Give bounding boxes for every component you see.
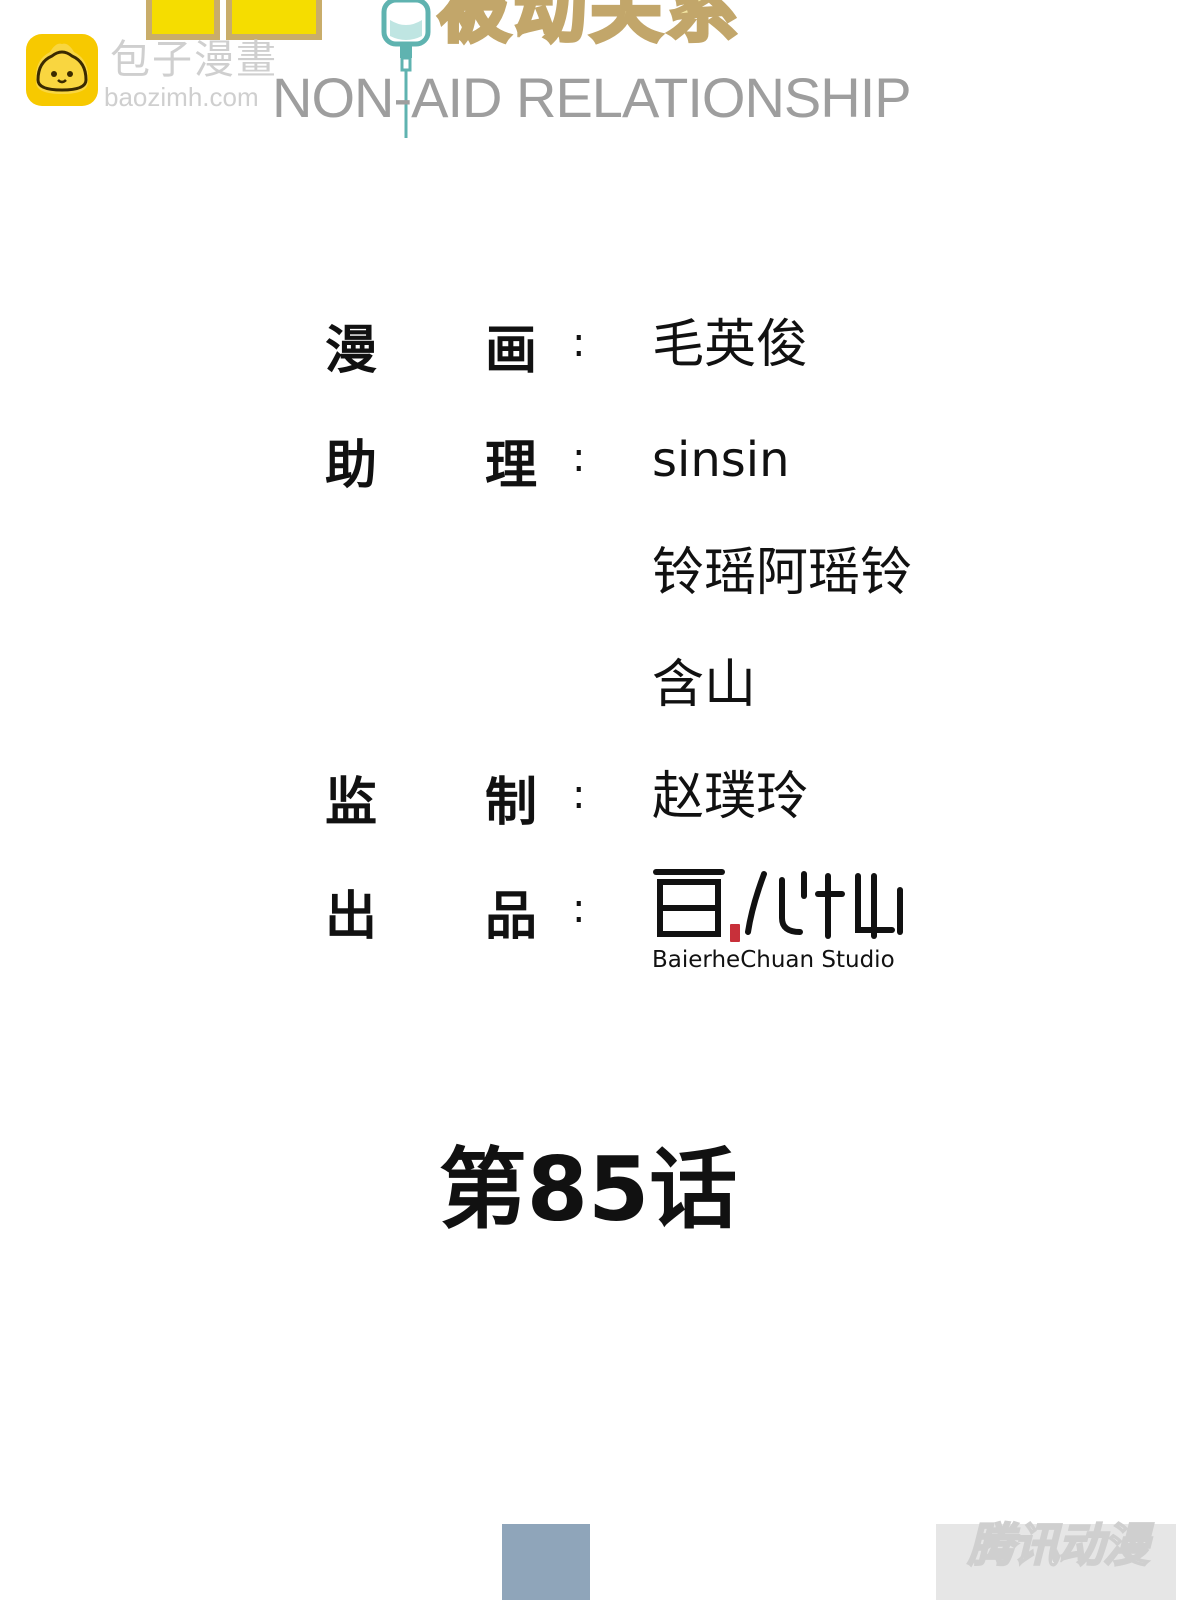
role-char: 出 bbox=[325, 886, 378, 947]
credit-role: 出 品 bbox=[325, 876, 585, 947]
credit-name: 含山 bbox=[652, 655, 757, 715]
title-banner: 被动关系 NON-AID RELATIONSHIP bbox=[0, 0, 1200, 150]
role-colon: : bbox=[572, 435, 586, 481]
next-panel-edge-right bbox=[936, 1524, 1176, 1600]
credit-name: sinsin bbox=[652, 432, 790, 488]
role-colon: : bbox=[572, 772, 586, 818]
credit-row-assistant-2: 铃瑶阿瑶铃 bbox=[0, 538, 1200, 608]
steamed-bun-icon bbox=[26, 34, 98, 106]
title-cn-fragment: 被动关系 bbox=[436, 0, 743, 52]
credit-name: 铃瑶阿瑶铃 bbox=[652, 543, 913, 603]
role-char: 助 bbox=[325, 435, 378, 496]
title-block-right bbox=[226, 0, 322, 40]
studio-seal-icon bbox=[730, 924, 740, 942]
role-char: 制 bbox=[485, 772, 538, 833]
credit-name: 毛英俊 bbox=[652, 315, 809, 375]
credit-role: 监 制 bbox=[325, 762, 585, 833]
iv-drip-icon bbox=[381, 0, 431, 138]
credit-name: 赵璞玲 bbox=[652, 767, 809, 827]
watermark-site-url: baozimh.com bbox=[104, 82, 259, 112]
role-char: 监 bbox=[325, 772, 378, 833]
credit-row-assistant-3: 含山 bbox=[0, 650, 1200, 720]
watermark-corner-mark: 腾讯动漫 bbox=[967, 1518, 1150, 1572]
role-char: 漫 bbox=[325, 320, 378, 381]
credit-row-producer: 出 品 : bbox=[0, 876, 1200, 947]
credit-row-artist: 漫 画 : 毛英俊 bbox=[0, 310, 1200, 381]
next-panel-edge bbox=[502, 1524, 590, 1600]
studio-logo: BaierheChuan Studio bbox=[652, 866, 922, 976]
role-colon: : bbox=[572, 320, 586, 366]
role-char: 理 bbox=[485, 435, 538, 496]
subtitle-english: NON-AID RELATIONSHIP bbox=[272, 66, 912, 129]
role-char: 品 bbox=[485, 886, 538, 947]
role-colon: : bbox=[572, 886, 586, 932]
chapter-title: 第85话 bbox=[438, 1138, 738, 1241]
studio-name: BaierheChuan Studio bbox=[652, 947, 895, 973]
studio-logo-mark bbox=[653, 869, 903, 939]
title-block-left bbox=[146, 0, 220, 40]
credit-row-supervisor: 监 制 : 赵璞玲 bbox=[0, 762, 1200, 833]
credit-role: 漫 画 bbox=[325, 310, 585, 381]
credit-row-assistant: 助 理 : sinsin bbox=[0, 425, 1200, 496]
role-char: 画 bbox=[485, 320, 538, 381]
watermark-site-name: 包子漫畫 bbox=[110, 37, 278, 83]
credit-role: 助 理 bbox=[325, 425, 585, 496]
